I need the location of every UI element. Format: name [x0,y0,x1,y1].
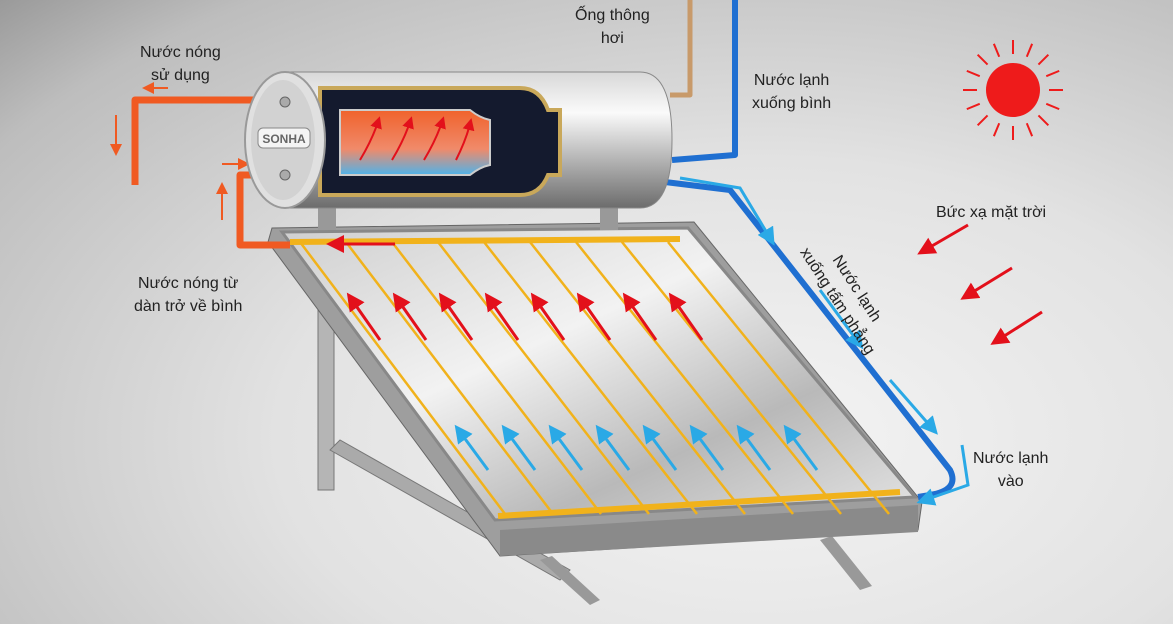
label-solar-radiation: Bức xạ mặt trời [936,204,1047,221]
label-line: Nước nóng [140,44,221,61]
sun-ray [976,53,989,66]
hot-flow-arrow [622,292,658,341]
sun-ray [1037,53,1050,66]
cold-flow-arrow [642,424,678,471]
cold-flow-arrow [736,424,772,471]
label-line: Nước nóng từ [137,275,239,292]
hot-flow-arrow [392,292,428,341]
riser-tube [575,241,794,515]
label-line: Nước lạnh [973,450,1049,467]
riser-tube [299,241,506,515]
riser-tube [437,241,650,515]
label-line: Ống thông [575,7,650,24]
cold-flow-arrow [454,424,490,471]
hot-flow-arrow [438,292,474,341]
sun-ray [1025,43,1034,58]
riser-tube [529,241,746,515]
sun-ray [1045,69,1060,78]
label-line: Nước lạnh [753,72,830,89]
cold-flow-arrow [501,424,537,471]
cold-flow-arrow [548,424,584,471]
label-hot-water-use: Nước nóng sử dụng [140,41,221,87]
hot-flow-arrow [530,292,566,341]
riser-tube [667,241,890,515]
label-cold-inlet: Nước lạnh vào [973,447,1048,493]
brand-logo: SONHA [262,132,306,146]
label-line: xuống bình [752,95,832,112]
cold-pipe-to-tank [671,0,738,163]
hot-use-pipe [131,96,283,185]
cold-flow-arrow [783,424,819,471]
label-line: hơi [600,30,624,47]
sun-ray [976,114,989,127]
riser-tube [621,241,842,515]
flow-arrows [110,82,970,506]
label-vent-pipe: Ống thông hơi [575,4,650,50]
radiation-arrows [917,223,1043,345]
sun-icon [963,40,1063,140]
sun-ray [992,43,1001,58]
riser-tube [391,241,602,515]
hot-flow-arrow [484,292,520,341]
label-line: vào [997,473,1024,490]
cold-flow-arrow [595,424,631,471]
cold-flow-arrow [689,424,725,471]
storage-tank: SONHA [244,71,673,230]
riser-tube [483,241,698,515]
sun-ray [966,69,981,78]
flat-plate-collector [267,221,923,557]
label-line: sử dụng [151,67,210,84]
vent-pipe [670,0,693,98]
sun-ray [992,122,1001,137]
hot-flow-arrow [346,292,382,341]
riser-tube [345,241,554,515]
label-line: dàn trở về bình [134,298,243,315]
label-hot-return: Nước nóng từ dàn trở về bình [134,272,242,318]
sun-ray [966,102,981,111]
sun-ray [1045,102,1060,111]
hot-flow-arrow [576,292,612,341]
label-cold-to-tank: Nước lạnh xuống bình [752,69,831,115]
hot-flow-arrow [668,292,704,341]
sun-ray [1037,114,1050,127]
sun-ray [1025,122,1034,137]
